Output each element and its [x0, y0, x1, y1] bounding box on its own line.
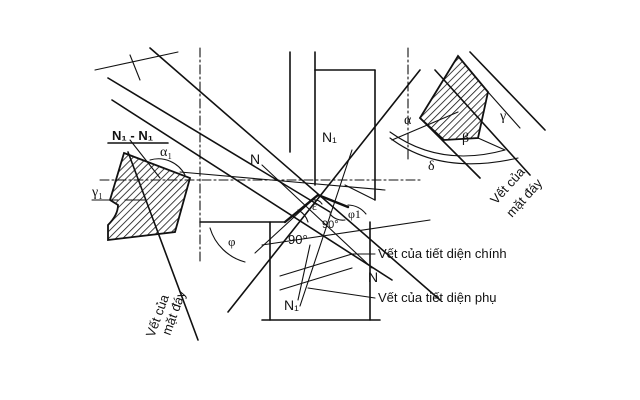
- label-trace-main-section: Vết của tiết diện chính: [378, 246, 507, 261]
- label-epsilon: ε: [312, 199, 317, 213]
- label-gamma: γ: [499, 109, 506, 124]
- label-alpha: α: [404, 113, 412, 128]
- label-90-right: 90°: [322, 219, 339, 231]
- label-beta: β: [462, 131, 469, 146]
- trace-lines: [94, 47, 441, 313]
- section-main: [389, 51, 546, 179]
- label-n1-lower: N₁: [284, 297, 299, 313]
- normal-section-line: [261, 164, 373, 269]
- label-n1-upper: N₁: [322, 129, 337, 145]
- label-90-left: 90°: [288, 232, 308, 247]
- label-section-n1: N₁ - N₁: [112, 128, 153, 143]
- label-trace-aux-section: Vết của tiết diện phụ: [378, 290, 497, 305]
- label-phi1: φ1: [348, 207, 361, 221]
- leader-lines: [307, 253, 376, 299]
- tool-shank: [199, 51, 376, 223]
- label-n-upper: N: [250, 151, 260, 167]
- label-delta: δ: [428, 159, 435, 174]
- section-n1-n1: [91, 139, 199, 341]
- tip-angle-arcs: [209, 199, 367, 263]
- label-alpha1: α₁: [160, 145, 172, 160]
- label-gamma1: γ₁: [91, 185, 103, 200]
- label-phi: φ: [228, 234, 236, 249]
- label-n-lower: N: [368, 269, 378, 285]
